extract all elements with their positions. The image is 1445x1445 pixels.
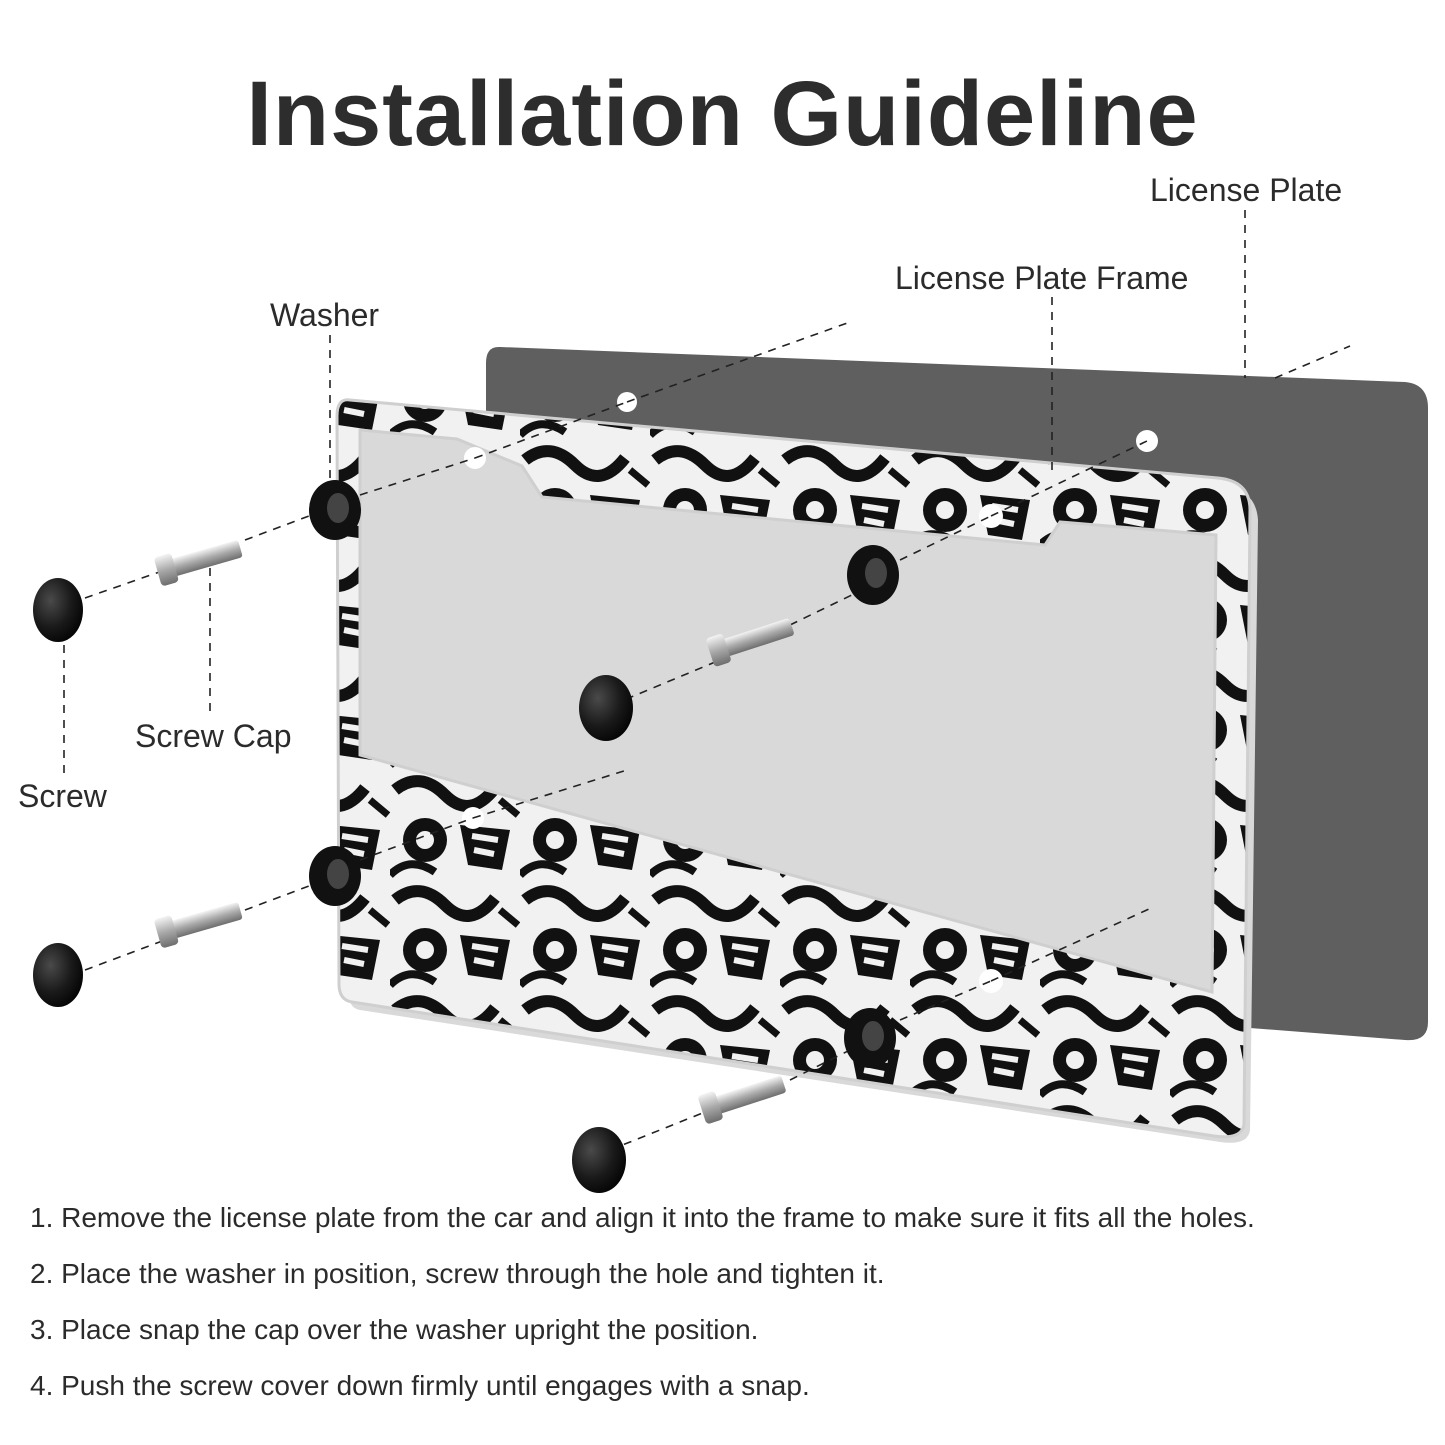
screw-cap-icon xyxy=(579,675,633,741)
alignment-lines xyxy=(63,210,1351,1151)
screw-icon xyxy=(698,1076,786,1124)
step-item: 3. Place snap the cap over the washer up… xyxy=(30,1314,759,1345)
hardware-middle xyxy=(579,545,899,741)
screw-icon xyxy=(706,618,794,667)
step-item: 2. Place the washer in position, screw t… xyxy=(30,1258,885,1289)
screw-cap-label: Screw Cap xyxy=(135,718,292,754)
hardware-top-left xyxy=(33,480,361,642)
washer-icon xyxy=(844,1008,896,1068)
screw-label: Screw xyxy=(18,778,107,814)
screw-cap-icon xyxy=(572,1127,626,1193)
license-plate-label: License Plate xyxy=(1150,172,1343,208)
page-title: Installation Guideline xyxy=(246,63,1199,165)
washer-label: Washer xyxy=(270,297,380,333)
step-item: 1. Remove the license plate from the car… xyxy=(30,1202,1255,1233)
screw-cap-icon xyxy=(33,943,83,1007)
hardware-bottom-left xyxy=(33,846,361,1007)
license-plate-frame-label: License Plate Frame xyxy=(895,260,1189,296)
washer-icon xyxy=(309,480,361,540)
instruction-steps: 1. Remove the license plate from the car… xyxy=(30,1200,1430,1424)
washer-icon xyxy=(847,545,899,605)
screw-cap-icon xyxy=(33,578,83,642)
license-plate-frame xyxy=(335,398,1258,1143)
screw-icon xyxy=(154,902,243,948)
screw-icon xyxy=(154,540,243,586)
washer-icon xyxy=(309,846,361,906)
hardware-bottom xyxy=(572,1008,896,1193)
step-item: 4. Push the screw cover down firmly unti… xyxy=(30,1370,810,1401)
